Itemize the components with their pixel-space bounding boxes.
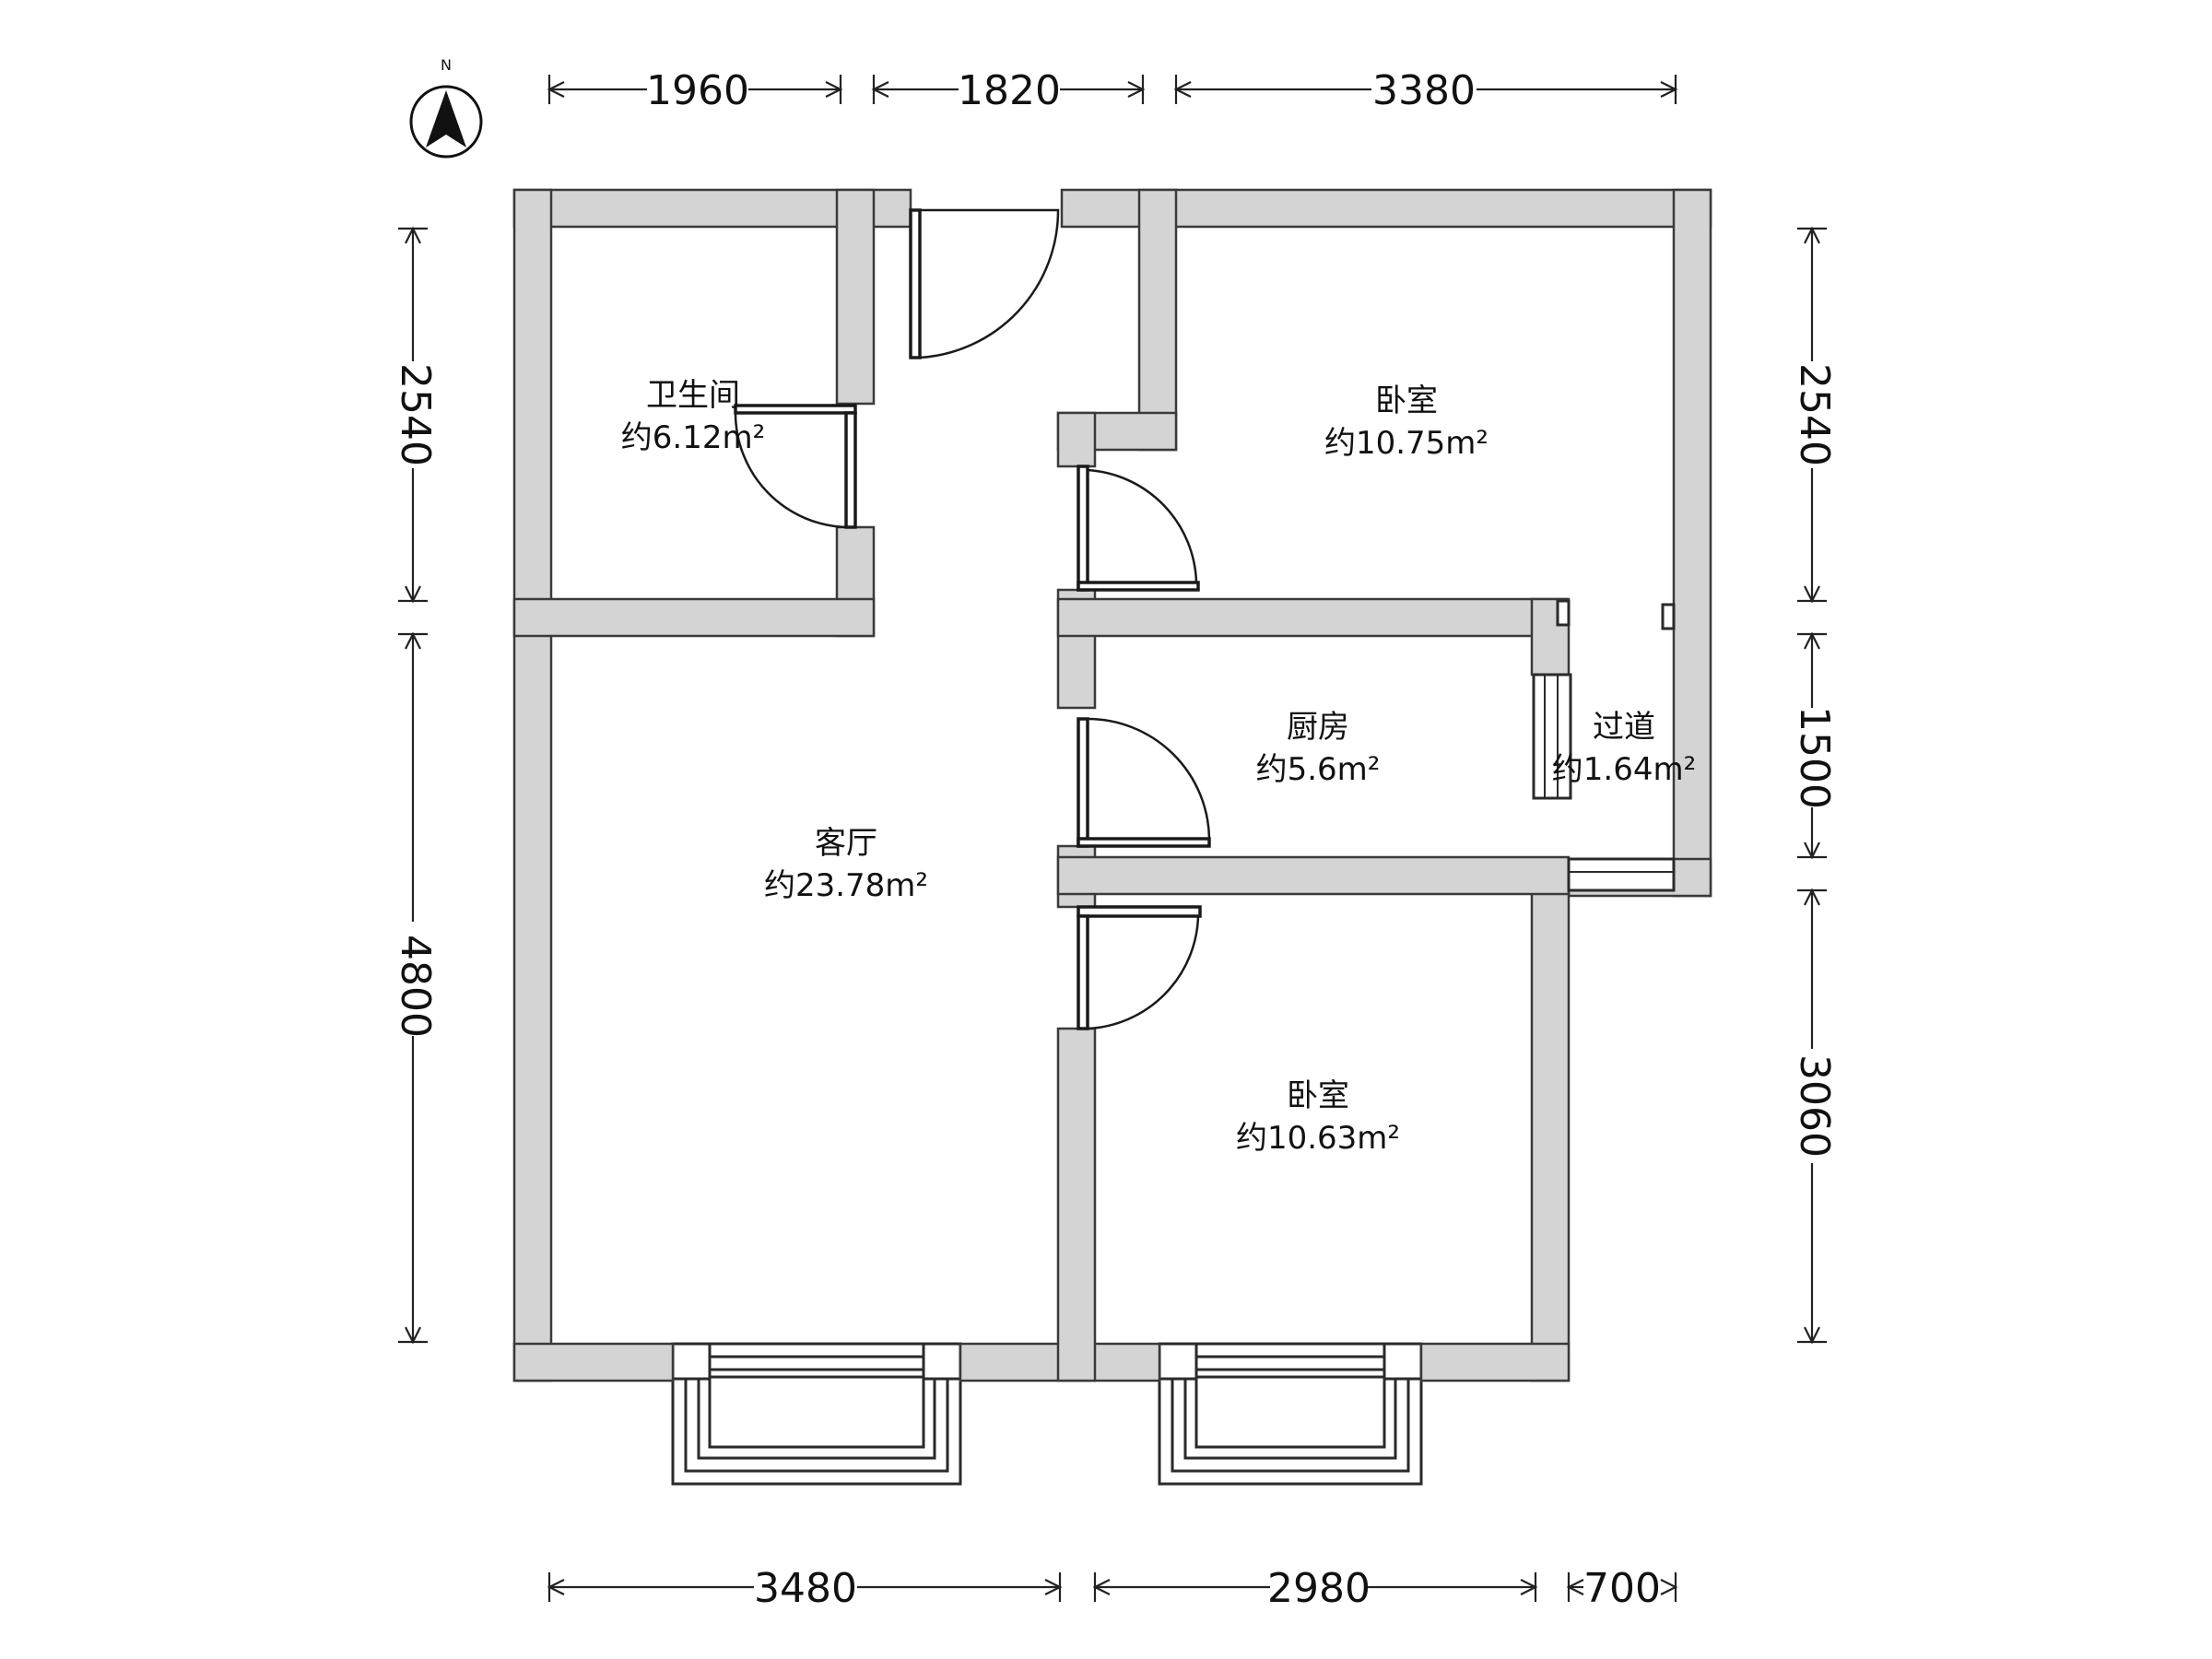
dimension-label: 3380 [1372,67,1476,114]
dimension-bottom: 3480 2980 700 [547,1565,1678,1612]
dimension-right-1: 2540 [1791,226,1838,604]
dimension-left-1: 2540 [392,226,439,604]
dimension-label: 700 [1583,1565,1661,1612]
dimension-bottom-1: 3480 [547,1565,1063,1612]
room-name: 卧室 [1287,1077,1349,1114]
room-bathroom: 卫生间 约6.12m² [621,377,765,456]
north-arrow-icon [409,85,483,159]
dimension-bottom-2: 2980 [1092,1565,1538,1612]
room-area: 约1.64m² [1552,751,1696,788]
door-bedroom-north[interactable] [1077,465,1200,592]
room-bedroom-north: 卧室 约10.75m² [1324,382,1488,462]
room-bedroom-south: 卧室 约10.63m² [1236,1077,1400,1157]
room-area: 约10.75m² [1324,425,1488,462]
bay-window-living [671,1342,962,1486]
dimension-label: 3480 [754,1565,857,1612]
dimension-bottom-3: 700 [1566,1565,1678,1612]
room-area: 约10.63m² [1236,1120,1400,1157]
dimension-right-3: 3060 [1791,888,1838,1345]
bay-window-bedroom [1158,1342,1423,1486]
room-area: 约23.78m² [764,867,928,904]
dimension-left-2: 4800 [392,631,439,1345]
dimension-left: 2540 4800 [392,226,439,1345]
dimension-right-2: 1500 [1791,631,1838,860]
room-name: 卫生间 [646,377,740,414]
door-bathroom[interactable] [734,404,857,529]
room-area: 约6.12m² [621,419,765,456]
door-kitchen[interactable] [1077,717,1211,848]
dimension-label: 1960 [646,67,749,114]
room-kitchen: 厨房 约5.6m² [1256,709,1381,788]
dimension-top-2: 1820 [871,67,1146,114]
dimension-label: 2980 [1267,1565,1371,1612]
dimension-top-1: 1960 [547,67,843,114]
dimension-label: 1500 [1791,706,1838,809]
dimension-label: 1820 [958,67,1061,114]
dimension-label: 2540 [392,363,439,466]
door-entrance[interactable] [909,208,1060,359]
dimension-top: 1960 1820 3380 [547,67,1678,114]
room-name: 过道 [1593,709,1655,746]
room-name: 客厅 [815,825,877,862]
dimension-label: 4800 [392,935,439,1038]
dimension-top-3: 3380 [1173,67,1678,114]
door-bedroom-south[interactable] [1077,905,1202,1030]
room-area: 约5.6m² [1256,751,1381,788]
compass-north-label: N [441,56,452,74]
room-corridor: 过道 约1.64m² [1552,709,1696,788]
room-living-room: 客厅 约23.78m² [764,825,928,904]
room-name: 卧室 [1375,382,1438,419]
room-name: 厨房 [1287,709,1349,746]
walls [512,188,1712,1382]
compass: N [409,56,483,159]
dimension-right: 2540 1500 3060 [1791,226,1838,1345]
dimension-label: 3060 [1791,1054,1838,1158]
dimension-label: 2540 [1791,363,1838,466]
